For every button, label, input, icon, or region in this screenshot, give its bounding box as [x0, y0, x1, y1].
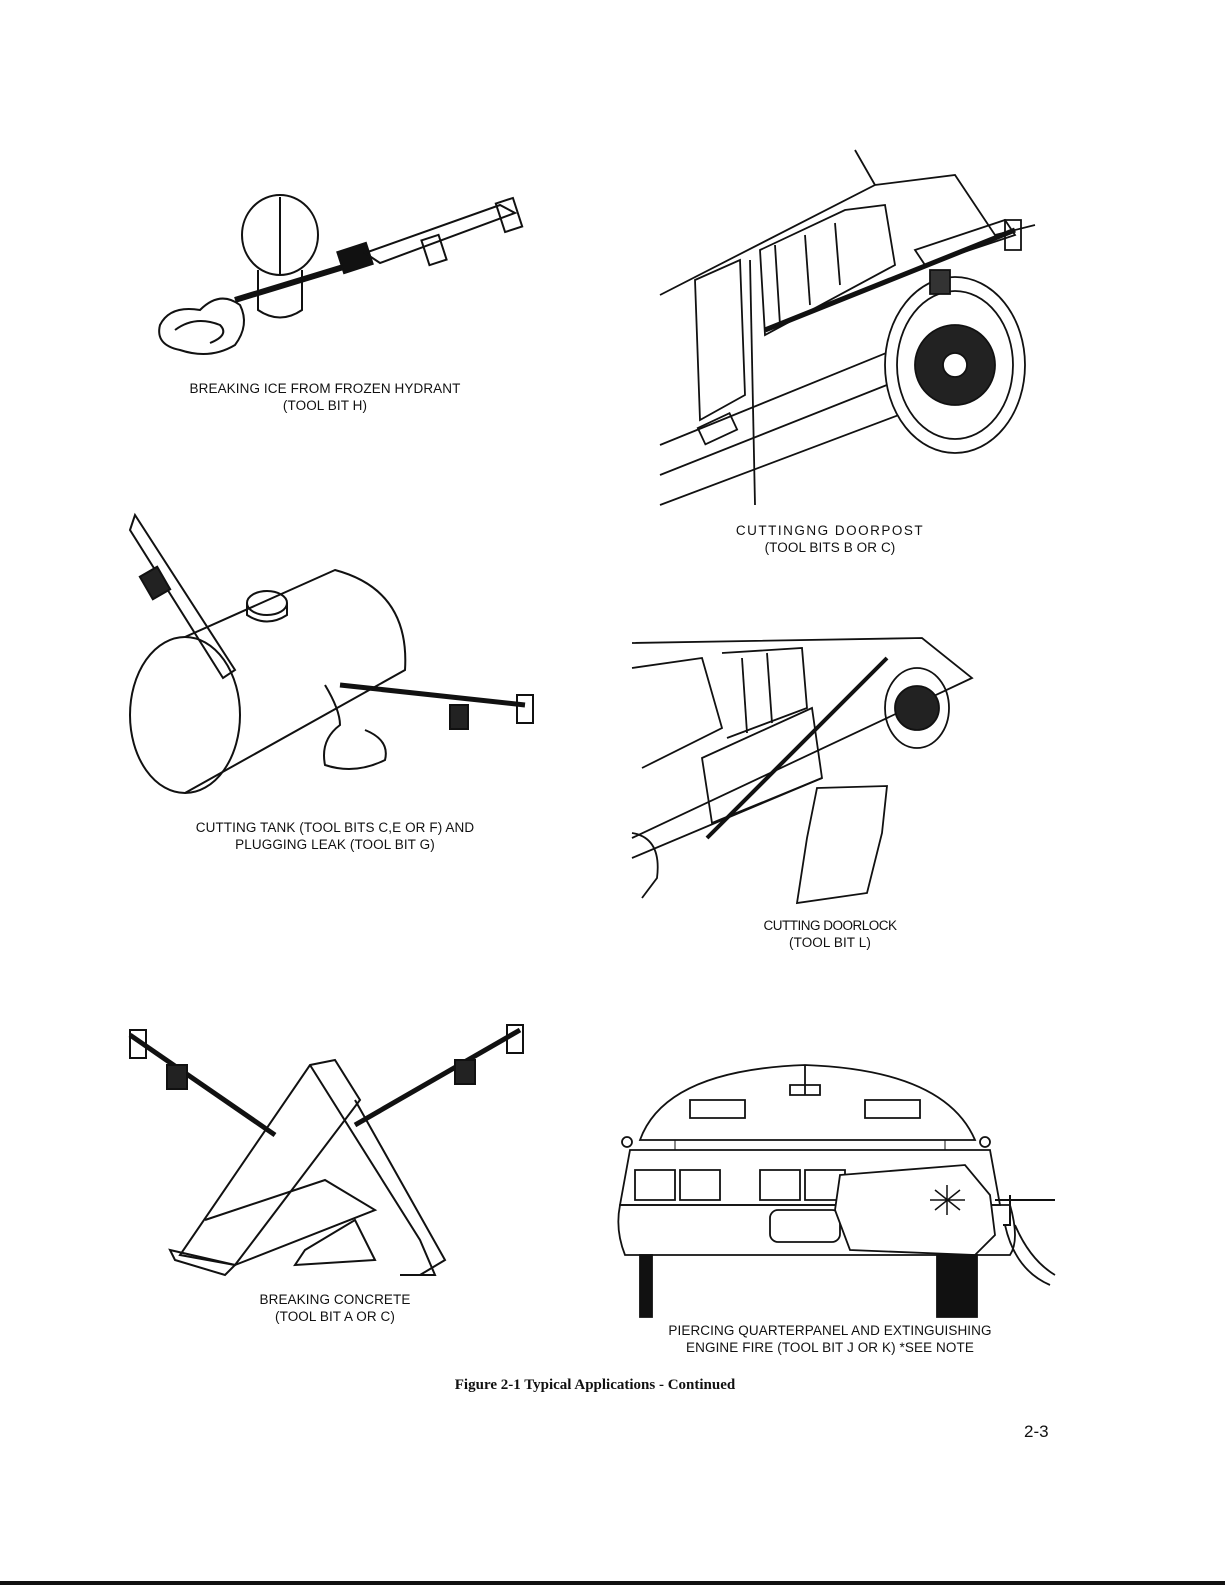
tank-illustration: [125, 510, 540, 810]
caption-concrete: BREAKING CONCRETE (TOOL BIT A OR C): [259, 1292, 411, 1324]
caption-tank: CUTTING TANK (TOOL BITS C,E OR F) AND PL…: [195, 820, 475, 852]
caption-doorpost: CUTTINGNG DOORPOST (TOOL BITS B OR C): [735, 523, 925, 555]
hydrant-illustration: [140, 185, 540, 375]
bottom-border: [0, 1581, 1225, 1585]
page-number: 2-3: [1024, 1422, 1049, 1441]
caption-hydrant: BREAKING ICE FROM FROZEN HYDRANT (TOOL B…: [189, 381, 461, 413]
figure-title: Figure 2-1 Typical Applications - Contin…: [454, 1377, 736, 1393]
caption-quarterpanel: PIERCING QUARTERPANEL AND EXTINGUISHING …: [668, 1323, 992, 1355]
doorlock-illustration: [632, 638, 992, 903]
quarterpanel-illustration: [615, 1060, 1060, 1320]
caption-doorlock: CUTTING DOORLOCK (TOOL BIT L): [763, 918, 897, 950]
doorpost-illustration: [655, 145, 1040, 515]
concrete-illustration: [125, 1020, 540, 1285]
